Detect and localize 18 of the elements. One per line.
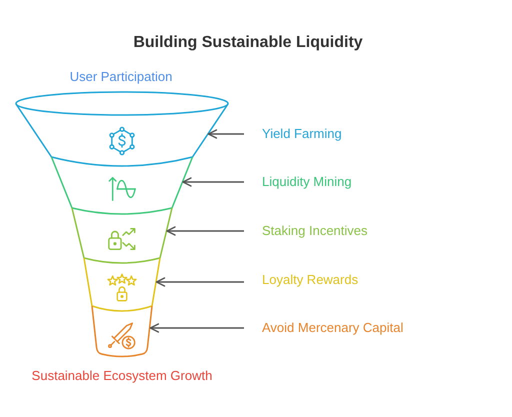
stage-label: Avoid Mercenary Capital (262, 320, 404, 336)
arrow (156, 277, 244, 287)
funnel-section (51, 156, 194, 215)
stage-label: Liquidity Mining (262, 174, 352, 190)
funnel-section (15, 91, 230, 167)
arrow (208, 129, 244, 139)
funnel-section (83, 257, 161, 312)
arrow (166, 226, 244, 236)
funnel-top-label: User Participation (70, 69, 172, 85)
title: Building Sustainable Liquidity (133, 33, 363, 53)
stage-label: Yield Farming (262, 126, 342, 142)
funnel-bottom-label: Sustainable Ecosystem Growth (32, 368, 212, 384)
stage-label: Loyalty Rewards (262, 272, 358, 288)
funnel-section (71, 207, 173, 264)
arrow (182, 177, 244, 187)
funnel-section (91, 305, 153, 360)
arrow (150, 323, 244, 333)
stage-label: Staking Incentives (262, 223, 368, 239)
